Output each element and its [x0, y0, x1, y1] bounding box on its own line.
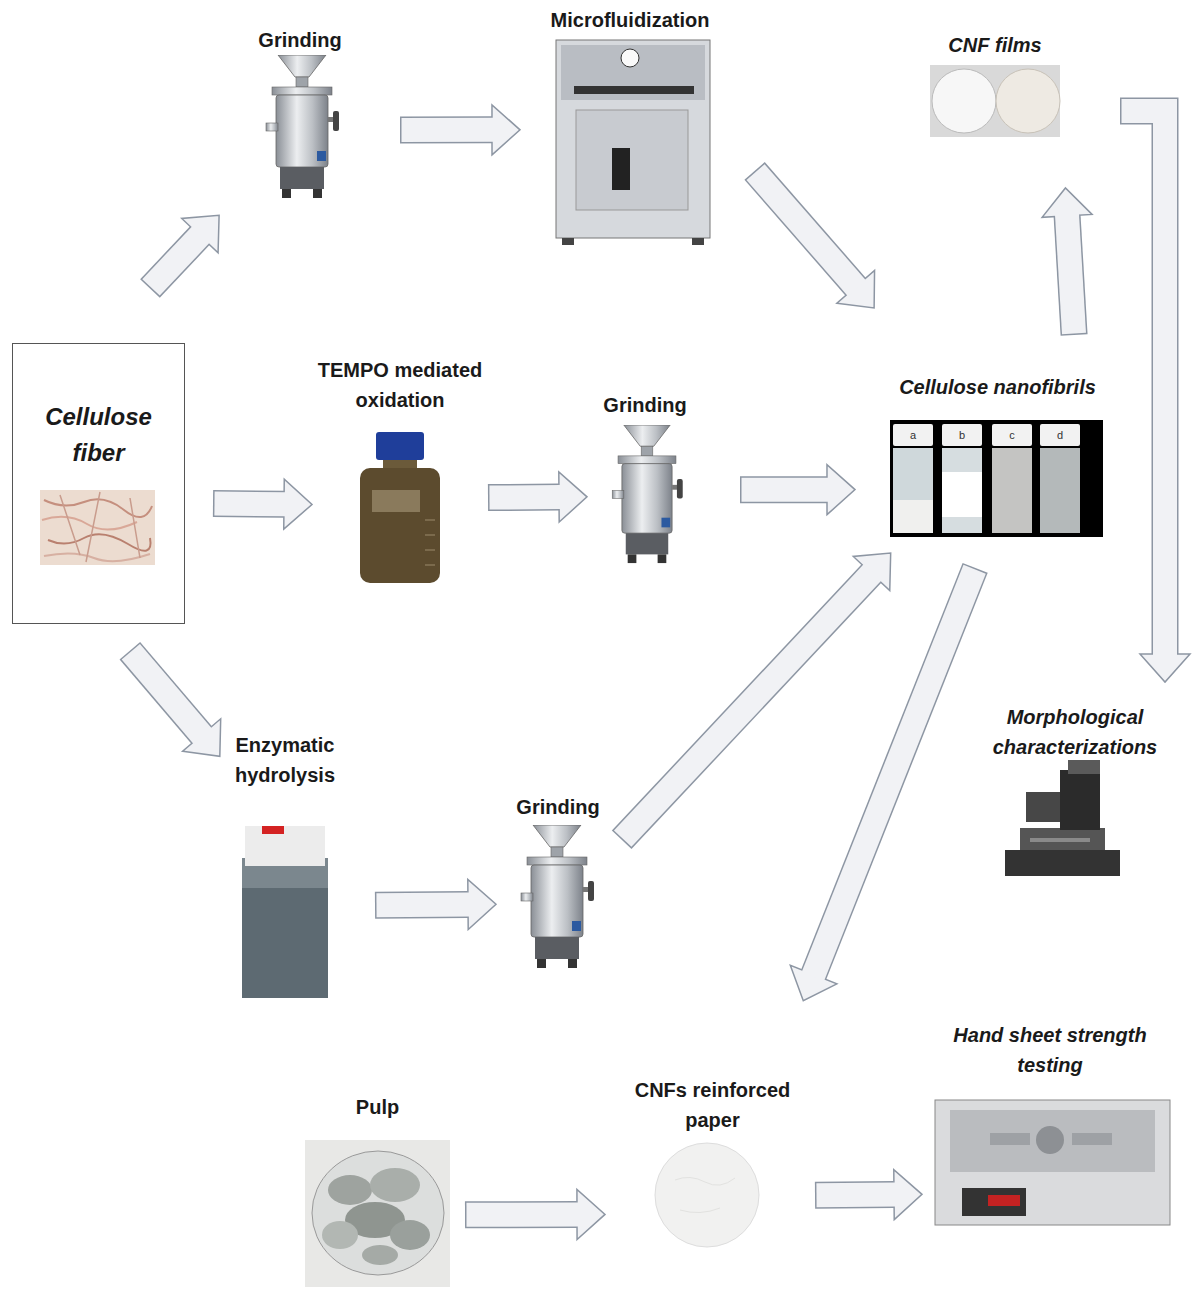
- process-step: Pulp: [300, 1092, 455, 1287]
- picture-area: [920, 60, 1070, 138]
- picture-area: [21, 471, 176, 565]
- step-label: Cellulose nanofibrils: [885, 372, 1110, 402]
- vial-letter: d: [1057, 429, 1063, 441]
- arrow-head: [559, 472, 587, 522]
- arrow-head: [577, 1189, 605, 1239]
- picture-area: [225, 790, 345, 1000]
- arrow-body: [376, 892, 470, 917]
- arrow-head: [827, 465, 855, 515]
- step-label: Morphological characterizations: [975, 702, 1175, 762]
- block-arrow: [755, 171, 875, 308]
- picture-area: [535, 35, 725, 245]
- block-arrow: [130, 651, 221, 757]
- arrow-head: [284, 479, 312, 529]
- arrow-body: [816, 1183, 896, 1208]
- process-step: Morphological characterizations: [975, 702, 1175, 882]
- arrow-body: [813, 569, 975, 976]
- picture-area: [885, 402, 1110, 540]
- picture-area: [925, 1080, 1175, 1230]
- step-label: Hand sheet strength testing: [925, 1020, 1175, 1080]
- picture-area: [300, 1122, 455, 1287]
- picture-area: [250, 55, 350, 200]
- step-label: TEMPO mediated oxidation: [315, 355, 485, 415]
- process-step: Microfluidization: [535, 5, 725, 245]
- process-step: Enzymatic hydrolysis: [225, 730, 345, 1000]
- vial-letter: b: [959, 429, 965, 441]
- arrow-head: [492, 105, 520, 155]
- picture-area: [595, 420, 695, 565]
- arrow-body: [623, 572, 873, 839]
- step-label: Microfluidization: [535, 5, 725, 35]
- source-box: Cellulose fiber: [12, 343, 185, 624]
- process-step: Grinding: [595, 390, 695, 565]
- arrow-body: [214, 491, 286, 516]
- arrow-body: [402, 118, 495, 142]
- arrow-body: [1067, 214, 1074, 334]
- block-arrow: [790, 568, 975, 1001]
- block-arrow: [400, 105, 520, 155]
- picture-area: [315, 415, 485, 585]
- block-arrow: [815, 1170, 922, 1220]
- step-label: Pulp: [300, 1092, 455, 1122]
- arrow-body: [490, 485, 562, 510]
- process-step: CNFs reinforced paper: [625, 1075, 800, 1247]
- step-label: Grinding: [250, 25, 350, 55]
- arrow-body: [467, 1202, 580, 1226]
- process-step: TEMPO mediated oxidation: [315, 355, 485, 585]
- arrow-head: [468, 879, 496, 929]
- arrow-head: [1042, 188, 1092, 217]
- step-label: CNFs reinforced paper: [625, 1075, 800, 1135]
- picture-area: [625, 1135, 800, 1247]
- process-step: Grinding: [508, 792, 608, 970]
- process-step: Hand sheet strength testing: [925, 1020, 1175, 1230]
- process-step: Grinding: [250, 25, 350, 200]
- block-arrow: [1042, 188, 1092, 335]
- step-label: Grinding: [508, 792, 608, 822]
- block-arrow: [740, 465, 855, 515]
- picture-area: [975, 762, 1175, 882]
- block-arrow: [375, 879, 496, 929]
- process-step: Cellulose nanofibrils: [885, 372, 1110, 540]
- block-arrow: [1120, 111, 1190, 682]
- process-step: CNF films: [920, 30, 1070, 138]
- step-label: Cellulose fiber: [21, 399, 176, 471]
- arrow-head: [1140, 654, 1190, 682]
- vial-letter: a: [910, 429, 916, 441]
- arrow-head: [894, 1170, 922, 1220]
- arrow-body: [131, 652, 203, 737]
- block-arrow: [150, 215, 219, 288]
- vial-letter: c: [1009, 429, 1015, 441]
- block-arrow: [465, 1189, 605, 1239]
- arrow-body: [742, 478, 830, 502]
- block-arrow: [622, 553, 891, 840]
- block-arrow: [488, 472, 587, 522]
- arrow-body: [1122, 111, 1166, 656]
- block-arrow: [213, 479, 312, 529]
- picture-area: [508, 822, 608, 970]
- step-label: Grinding: [595, 390, 695, 420]
- step-label: CNF films: [920, 30, 1070, 60]
- arrow-body: [151, 234, 201, 287]
- step-label: Enzymatic hydrolysis: [225, 730, 345, 790]
- arrow-body: [756, 172, 857, 288]
